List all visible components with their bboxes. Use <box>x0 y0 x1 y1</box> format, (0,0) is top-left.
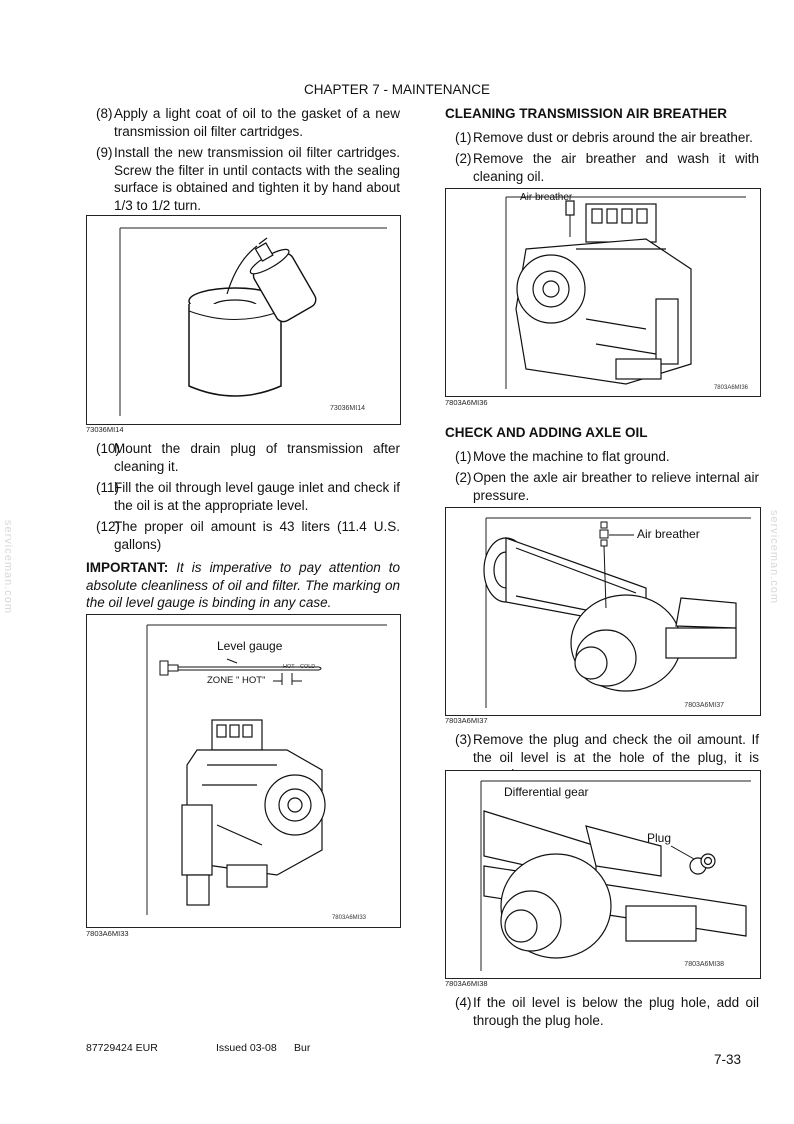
steps-top: (8) Apply a light coat of oil to the gas… <box>86 105 400 218</box>
differential-illustration <box>480 780 751 971</box>
figure-caption: 73036MI14 <box>86 425 124 434</box>
step-2: (2) Open the axle air breather to reliev… <box>455 470 759 503</box>
important-note: IMPORTANT: It is imperative to pay atten… <box>86 560 400 610</box>
step-4: (4) If the oil level is below the plug h… <box>455 995 759 1028</box>
axle-illustration <box>483 517 751 708</box>
figure-axle-breather: Air breather 7803A6MI37 <box>445 507 761 716</box>
gauge-hot-mark: HOT <box>283 664 295 670</box>
step-1: (1) Remove dust or debris around the air… <box>455 129 753 145</box>
figure-inner-code: 7803A6MI33 <box>331 915 366 921</box>
step-11: (11) Fill the oil through level gauge in… <box>96 480 400 513</box>
figure-inner-code: 7803A6MI37 <box>684 702 724 709</box>
figure-caption: 7803A6MI37 <box>445 716 488 725</box>
label-plug: Plug <box>647 831 672 845</box>
label-differential-gear: Differential gear <box>504 785 589 799</box>
step-10: (10) Mount the drain plug of transmissio… <box>96 441 400 474</box>
figure-inner-code: 7803A6MI36 <box>713 385 748 391</box>
figure-transmission-breather: Air breather 7803A6MI36 <box>445 188 761 397</box>
label-air-breather: Air breather <box>520 192 573 203</box>
step-12: (12) The proper oil amount is 43 liters … <box>96 519 400 552</box>
figure-differential-plug: Differential gear Plug 7803A6MI38 <box>445 770 761 979</box>
label-air-breather: Air breather <box>637 527 700 541</box>
footer-bur: Bur <box>294 1042 311 1054</box>
step-2: (2) Remove the air breather and wash it … <box>455 151 759 184</box>
footer-doc-code: 87729424 EUR <box>86 1042 158 1054</box>
section-air-breather: CLEANING TRANSMISSION AIR BREATHER (1) R… <box>445 105 759 189</box>
step-1: (1) Move the machine to flat ground. <box>455 448 670 464</box>
figure-caption: 7803A6MI33 <box>86 929 129 938</box>
watermark-left: serviceman.com <box>2 520 14 615</box>
gauge-cold-mark: COLD <box>300 664 316 670</box>
label-zone-hot: ZONE " HOT" <box>207 675 266 686</box>
chapter-header: CHAPTER 7 - MAINTENANCE <box>303 82 491 97</box>
step-8: (8) Apply a light coat of oil to the gas… <box>96 106 400 139</box>
figure-inner-code: 7803A6MI38 <box>684 961 724 968</box>
figure-level-gauge: Level gauge ZONE " HOT" HOT COLD 7803A6M… <box>86 614 401 928</box>
heading-cleaning-air-breather: CLEANING TRANSMISSION AIR BREATHER <box>445 106 728 121</box>
heading-axle-oil: CHECK AND ADDING AXLE OIL <box>445 425 648 440</box>
figure-inner-code: 73036MI14 <box>329 405 365 412</box>
figure-caption: 7803A6MI38 <box>445 979 488 988</box>
watermark-right: serviceman.com <box>768 510 780 605</box>
label-level-gauge: Level gauge <box>217 639 283 653</box>
section-axle-oil: CHECK AND ADDING AXLE OIL (1) Move the m… <box>445 424 759 508</box>
figure-caption: 7803A6MI36 <box>445 398 488 407</box>
steps-mid: (10) Mount the drain plug of transmissio… <box>86 440 400 612</box>
step-9: (9) Install the new transmission oil fil… <box>96 145 400 213</box>
transmission-illustration <box>505 196 746 389</box>
page-number: 7-33 <box>714 1052 742 1067</box>
steps-4: (4) If the oil level is below the plug h… <box>445 994 759 1033</box>
figure-oil-filter: 73036MI14 <box>86 215 401 425</box>
transmission-gauge-illustration <box>146 624 387 915</box>
oil-filter-illustration <box>119 227 387 416</box>
footer-issued: Issued 03-08 <box>216 1042 277 1054</box>
